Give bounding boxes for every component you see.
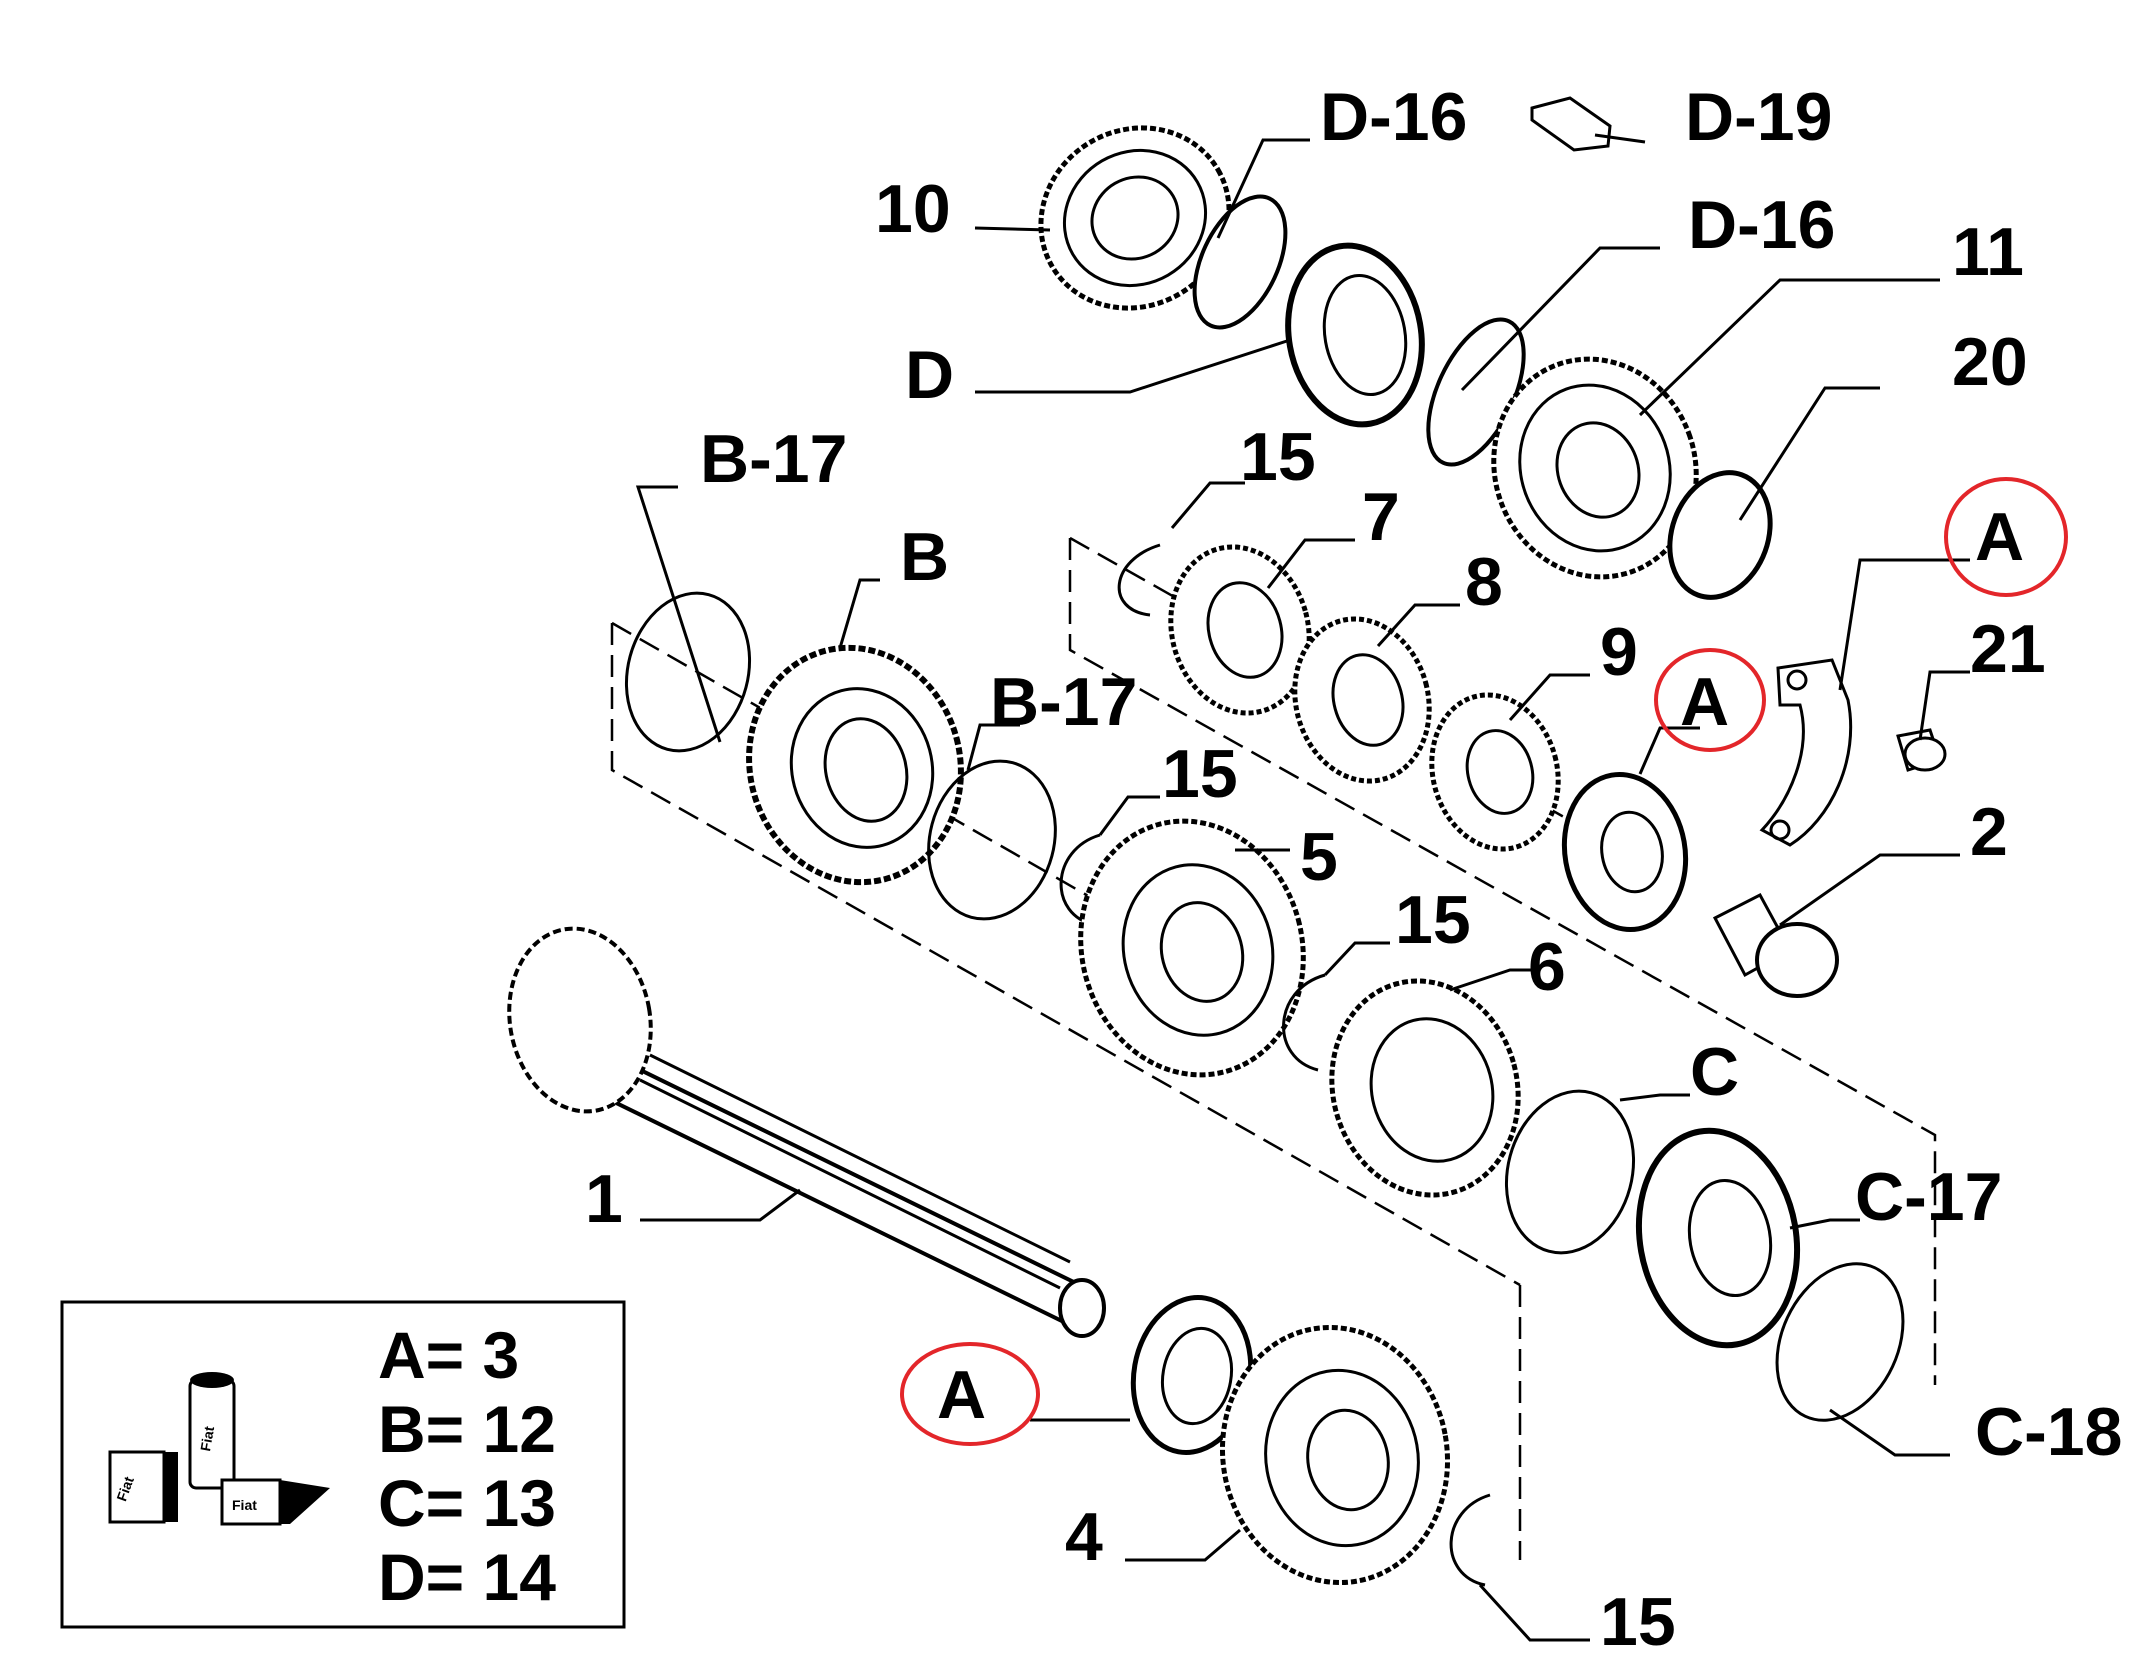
label-10: 10 xyxy=(875,171,951,247)
part-b17-ring-top xyxy=(624,591,752,753)
label-15-d: 15 xyxy=(1600,1584,1676,1660)
label-b17-top: B-17 xyxy=(700,421,847,497)
part-8-gear xyxy=(1292,616,1432,784)
part-9-gear xyxy=(1429,692,1561,852)
part-a-bearing-mid xyxy=(1561,771,1689,933)
label-b17-mid: B-17 xyxy=(990,664,1137,740)
part-retaining-plate xyxy=(1759,658,1853,847)
label-a-mid: A xyxy=(1680,664,1729,740)
part-4-gear xyxy=(1219,1324,1451,1586)
label-a-top: A xyxy=(1975,499,2024,575)
part-20-ring xyxy=(1667,470,1773,600)
part-21-screw xyxy=(1896,728,1947,772)
highlight-circle-a-mid xyxy=(1654,648,1766,752)
label-9: 9 xyxy=(1600,614,1638,690)
part-c-ring xyxy=(1504,1089,1636,1255)
label-d16-mid: D-16 xyxy=(1688,187,1835,263)
part-15-clip-b xyxy=(1059,833,1101,927)
label-c: C xyxy=(1690,1034,1739,1110)
label-15-c: 15 xyxy=(1395,882,1471,958)
label-20: 20 xyxy=(1952,324,2028,400)
part-b17-ring-mid xyxy=(927,759,1057,921)
highlight-circle-a-low xyxy=(900,1342,1040,1446)
part-d-synchro-hub xyxy=(1285,242,1425,428)
part-1-shaft xyxy=(507,926,1106,1338)
part-c17-synchro-hub xyxy=(1635,1127,1801,1349)
part-15-clip-c xyxy=(1282,973,1326,1072)
label-a-low: A xyxy=(937,1357,986,1433)
leader-lines xyxy=(635,133,1970,1642)
part-10-gear xyxy=(1038,125,1232,311)
part-d16-ring-top xyxy=(1192,194,1288,330)
label-1: 1 xyxy=(585,1161,623,1237)
part-6-gear xyxy=(1329,978,1521,1198)
part-7-gear xyxy=(1168,544,1312,716)
part-b-synchro-gear xyxy=(746,644,964,886)
legend-row-a: A= 3 xyxy=(378,1318,519,1392)
part-c18-ring xyxy=(1775,1262,1905,1422)
legend-box: Fiat Fiat Fiat A= 3 B= 12 C= 13 D= 14 xyxy=(60,1300,626,1629)
label-c17: C-17 xyxy=(1855,1159,2002,1235)
callout-labels: D-16 D-19 10 D-16 11 D 20 B-17 15 7 B A … xyxy=(585,79,2122,1660)
legend-row-b: B= 12 xyxy=(378,1392,556,1466)
part-15-clip-d xyxy=(1449,1493,1491,1587)
highlight-circle-a-top xyxy=(1944,477,2068,597)
label-6: 6 xyxy=(1528,929,1566,1005)
part-11-gear xyxy=(1491,356,1699,580)
label-d19: D-19 xyxy=(1685,79,1832,155)
label-8: 8 xyxy=(1465,544,1503,620)
label-15-a: 15 xyxy=(1240,419,1316,495)
label-11: 11 xyxy=(1952,214,2024,290)
label-7: 7 xyxy=(1362,479,1400,555)
part-5-gear xyxy=(1078,818,1306,1078)
kit-brand-text-2: Fiat xyxy=(197,1425,217,1453)
label-c18: C-18 xyxy=(1975,1394,2122,1470)
label-b: B xyxy=(900,519,949,595)
label-2: 2 xyxy=(1970,794,2008,870)
legend-row-d: D= 14 xyxy=(378,1540,556,1614)
label-d16-top: D-16 xyxy=(1320,79,1467,155)
part-15-clip-a xyxy=(1117,543,1161,617)
legend-row-c: C= 13 xyxy=(378,1466,556,1540)
label-4: 4 xyxy=(1065,1499,1103,1575)
repair-kit-icon: Fiat Fiat Fiat xyxy=(108,1372,330,1526)
part-2-bolt xyxy=(1712,892,1839,998)
label-15-b: 15 xyxy=(1162,736,1238,812)
label-5: 5 xyxy=(1300,819,1338,895)
label-21: 21 xyxy=(1970,611,2046,687)
part-d19-key xyxy=(1530,96,1612,152)
label-d: D xyxy=(905,337,954,413)
kit-brand-text-3: Fiat xyxy=(232,1497,257,1513)
